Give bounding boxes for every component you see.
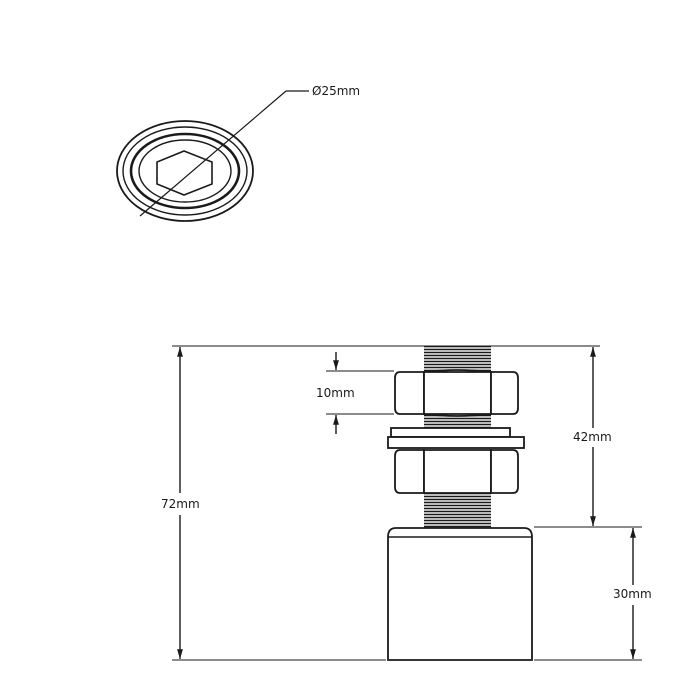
diameter-leader-line bbox=[139, 90, 287, 217]
thread-middle bbox=[424, 414, 491, 428]
thread-bottom bbox=[424, 493, 491, 528]
diameter-label: Ø25mm bbox=[312, 84, 361, 98]
overall-height-label: 72mm bbox=[161, 497, 200, 511]
top-nut bbox=[394, 369, 519, 417]
top-view bbox=[116, 90, 309, 222]
hex-socket-icon bbox=[156, 150, 213, 196]
ring-2 bbox=[122, 126, 248, 216]
base-body bbox=[387, 527, 533, 661]
ring-4 bbox=[138, 139, 232, 203]
ring-3 bbox=[129, 132, 241, 210]
washer-lower bbox=[387, 436, 525, 449]
side-view bbox=[387, 346, 533, 661]
thread-top bbox=[424, 346, 491, 372]
thread-section-height-label: 42mm bbox=[573, 430, 612, 444]
bottom-nut bbox=[394, 449, 519, 494]
outer-ring bbox=[116, 120, 254, 222]
nut-height-label: 10mm bbox=[316, 386, 355, 400]
dimensions bbox=[172, 345, 642, 661]
washer-upper bbox=[390, 427, 511, 438]
body-height-label: 30mm bbox=[613, 587, 652, 601]
